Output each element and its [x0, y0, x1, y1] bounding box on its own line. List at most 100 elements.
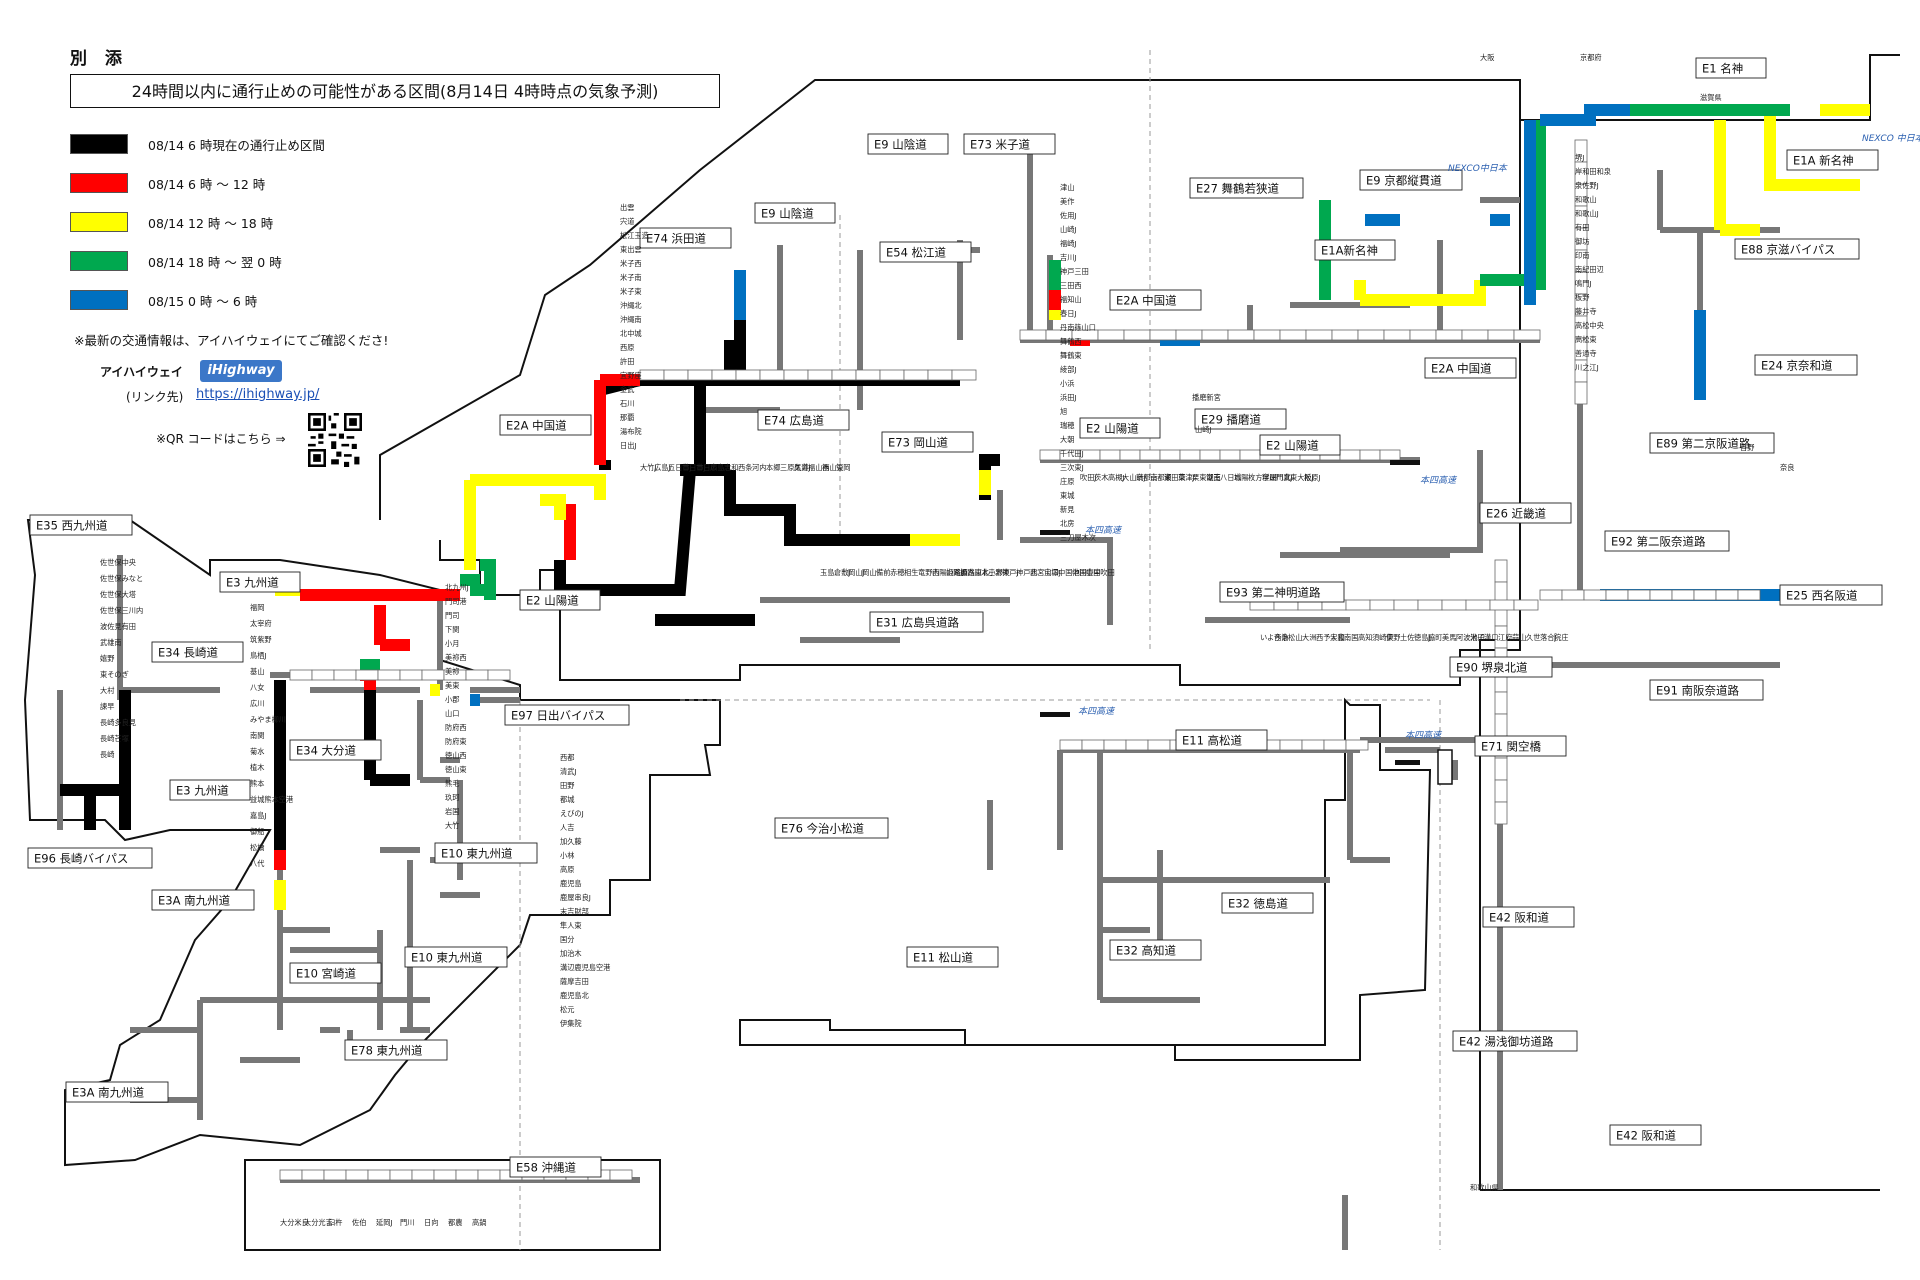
route-label-box: E92 第二阪奈道路 [1604, 530, 1730, 552]
station-label: 舞鶴東 [1060, 351, 1082, 360]
station-label: 八日市 [1220, 473, 1242, 482]
station-label: 門司港 [445, 597, 467, 606]
station-label: 廿日市 [696, 463, 718, 472]
station-label: 鹿屋串良J [560, 893, 591, 902]
route-label: E32 徳島道 [1228, 897, 1289, 911]
station-label: 長崎多良見 [100, 718, 136, 727]
station-label: 落合J [1540, 633, 1557, 642]
route-label: E11 高松道 [1182, 734, 1243, 748]
station-label: 藤井寺 [1575, 307, 1597, 316]
station-label: 嬉野 [100, 654, 114, 663]
station-label: 太宰府 [250, 619, 272, 628]
page-title: 24時間以内に通行止めの可能性がある区間(8月14日 4時時点の気象予測) [70, 74, 720, 108]
route-label: E97 日出バイパス [511, 709, 605, 723]
route-label: E76 今治小松道 [781, 822, 865, 836]
route-label: E26 近畿道 [1486, 507, 1547, 521]
route-label: E89 第二京阪道路 [1656, 437, 1751, 451]
notice-text: ※最新の交通情報は、アイハイウェイにてご確認くださ! [74, 333, 389, 348]
station-label: 城陽 [1234, 473, 1248, 482]
route-label-box: E73 米子道 [963, 133, 1056, 155]
nexco-note: NEXCO 中日本 [1862, 133, 1920, 144]
station-label: 佐世保三川内 [100, 606, 143, 615]
station-label: 小浜 [1060, 379, 1074, 388]
station-label: 春日J [1060, 309, 1077, 318]
station-label: 吉川J [1060, 253, 1077, 262]
station-label: 美東 [445, 681, 459, 690]
legend-item: 08/14 6 時 ～ 12 時 [70, 172, 265, 194]
station-label: 三刀屋木次 [1060, 533, 1096, 542]
station-label: いよ西条 [1260, 633, 1289, 642]
station-label: 東出雲 [620, 245, 642, 254]
station-label: 下関 [445, 625, 459, 634]
route-label-box: E88 京滋バイパス [1734, 238, 1860, 260]
route-label-box: E96 長崎バイパス [27, 847, 153, 869]
station-label: 浜田J [1060, 393, 1077, 402]
route-label: E24 京奈和道 [1761, 359, 1833, 373]
route-label: E92 第二阪奈道路 [1611, 535, 1706, 549]
station-label: 広島J [654, 463, 671, 472]
station-label: 久世 [1526, 633, 1540, 642]
route-label-box: E42 湯浅御坊道路 [1452, 1030, 1578, 1052]
station-label: 板野 [1575, 293, 1589, 302]
route-label: E96 長崎バイパス [34, 852, 128, 866]
station-label: 西原 [620, 343, 634, 352]
station-label: 岩国 [445, 807, 459, 816]
region-note: 吉野 [1740, 443, 1754, 452]
legend-swatch [70, 251, 128, 271]
station-label: 備前 [876, 568, 890, 577]
station-label: 米子東 [620, 287, 642, 296]
station-label: 笠岡 [836, 463, 850, 472]
station-label: 大山崎J [1122, 473, 1146, 482]
station-label: 高松東 [1575, 335, 1597, 344]
route-label: E1 名神 [1702, 62, 1743, 76]
station-label: 熊本 [250, 779, 264, 788]
station-label: 武雄南 [100, 638, 122, 647]
route-label-box: E54 松江道 [879, 241, 972, 263]
route-label: E74 広島道 [764, 414, 825, 428]
station-label: 東城 [1060, 491, 1074, 500]
station-label: 土佐 [1400, 633, 1414, 642]
station-label: 福崎J [1060, 239, 1077, 248]
route-label-box: E10 宮崎道 [289, 962, 382, 984]
station-label: 溝辺鹿児島空港 [560, 963, 611, 972]
station-label: 沖縄南 [620, 315, 642, 324]
route-label: E78 東九州道 [351, 1044, 423, 1058]
station-label: 福岡 [250, 603, 264, 612]
station-label: 蒜山 [1512, 633, 1526, 642]
station-label: 南紀田辺 [1575, 265, 1604, 274]
station-label: 御坊 [1575, 237, 1589, 246]
station-label: 津山 [1060, 183, 1074, 192]
station-label: 熊毛 [445, 779, 459, 788]
station-label: 防府東 [445, 737, 467, 746]
station-label: 松原J [1304, 473, 1321, 482]
station-label: 高鍋 [472, 1218, 486, 1227]
route-label: E11 松山道 [913, 951, 974, 965]
legend-item: 08/14 18 時 ～ 翌 0 時 [70, 250, 282, 272]
route-label: E91 南阪奈道路 [1656, 684, 1740, 698]
route-label: E2 山陽道 [1086, 422, 1139, 436]
station-label: 綾部J [1060, 365, 1077, 374]
route-label: E32 高知道 [1116, 944, 1177, 958]
station-label: 院庄 [1554, 633, 1568, 642]
station-label: 末吉財部 [560, 907, 589, 916]
legend-swatch [70, 173, 128, 193]
route-label-box: E9 山陰道 [867, 133, 949, 155]
station-label: 堺J [1575, 153, 1584, 162]
station-label: 湯布院 [620, 427, 642, 436]
ihighway-link[interactable]: https://ihighway.jp/ [196, 387, 320, 402]
route-label-box: E2 山陽道 [1259, 434, 1341, 456]
station-label: 三木小野 [974, 568, 1003, 577]
route-label-box: E31 広島呉道路 [869, 611, 984, 633]
station-label: 川之江J [1575, 363, 1599, 372]
route-label: E31 広島呉道路 [876, 616, 960, 630]
station-label: 米子西 [620, 259, 642, 268]
route-label-box: E3 九州道 [219, 571, 301, 593]
station-label: 鳴門J [1575, 279, 1592, 288]
station-label: 枚方学研 [1248, 473, 1277, 482]
route-label: E88 京滋バイパス [1741, 243, 1835, 257]
station-label: 嘉島J [250, 811, 267, 820]
station-label: 薩摩吉田 [560, 977, 589, 986]
station-label: 高槻J [1108, 473, 1125, 482]
station-label: 有田 [1575, 223, 1589, 232]
